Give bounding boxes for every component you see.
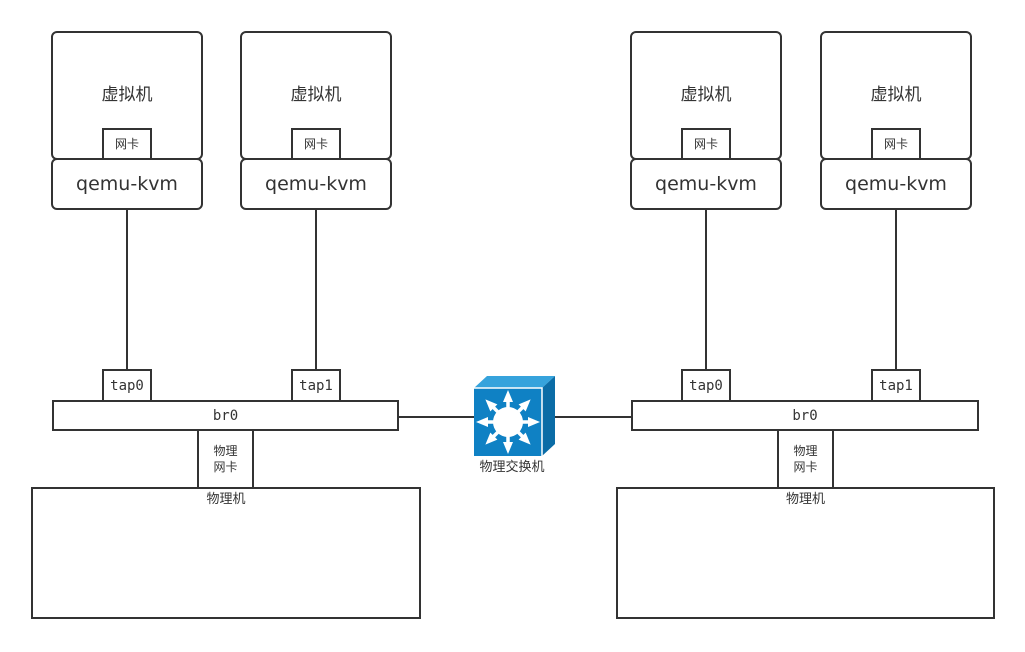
bridge-bar: br0 — [52, 400, 399, 431]
vm-nic-label: 网卡 — [693, 137, 718, 151]
host-machine-box: 物理机 — [31, 487, 421, 619]
hypervisor-box: qemu-kvm — [630, 158, 782, 210]
vm-label: 虚拟机 — [870, 85, 922, 105]
phys-nic-label: 物理 网卡 — [793, 443, 818, 474]
physical-switch-icon — [474, 376, 555, 456]
hypervisor-label: qemu-kvm — [845, 172, 947, 195]
bridge-label: br0 — [792, 407, 818, 424]
phys-nic-label: 物理 网卡 — [213, 443, 238, 474]
vm-nic-box: 网卡 — [291, 128, 341, 160]
vm-label: 虚拟机 — [101, 85, 153, 105]
bridge-bar: br0 — [631, 400, 979, 431]
tap-interface-box: tap0 — [681, 369, 731, 402]
hypervisor-label: qemu-kvm — [76, 172, 178, 195]
tap-interface-label: tap0 — [689, 377, 723, 394]
switch-edge-highlight — [474, 387, 543, 456]
vm-label: 虚拟机 — [290, 85, 342, 105]
phys-nic-box: 物理 网卡 — [777, 429, 834, 489]
tap-interface-label: tap1 — [299, 377, 333, 394]
host-machine-label: 物理机 — [785, 492, 825, 507]
tap-interface-box: tap0 — [102, 369, 152, 402]
vm-label: 虚拟机 — [680, 85, 732, 105]
physical-switch-label: 物理交换机 — [479, 460, 545, 475]
tap-interface-label: tap1 — [879, 377, 913, 394]
vm-nic-label: 网卡 — [303, 137, 328, 151]
vm-nic-box: 网卡 — [102, 128, 152, 160]
host-machine-box: 物理机 — [616, 487, 995, 619]
switch-top-face — [474, 376, 555, 388]
vm-nic-box: 网卡 — [871, 128, 921, 160]
bridge-label: br0 — [212, 407, 239, 424]
switch-hub-circle — [493, 407, 523, 437]
hypervisor-box: qemu-kvm — [820, 158, 972, 210]
host-machine-label: 物理机 — [206, 492, 246, 507]
vm-nic-label: 网卡 — [114, 137, 139, 151]
vm-box: 虚拟机 — [820, 31, 972, 160]
switch-side-face — [542, 376, 555, 456]
vm-nic-label: 网卡 — [883, 137, 908, 151]
hypervisor-box: qemu-kvm — [240, 158, 392, 210]
hypervisor-box: qemu-kvm — [51, 158, 203, 210]
phys-nic-box: 物理 网卡 — [197, 429, 254, 489]
tap-interface-label: tap0 — [110, 377, 144, 394]
hypervisor-label: qemu-kvm — [265, 172, 367, 195]
tap-interface-box: tap1 — [871, 369, 921, 402]
vm-nic-box: 网卡 — [681, 128, 731, 160]
hypervisor-label: qemu-kvm — [655, 172, 757, 195]
tap-interface-box: tap1 — [291, 369, 341, 402]
